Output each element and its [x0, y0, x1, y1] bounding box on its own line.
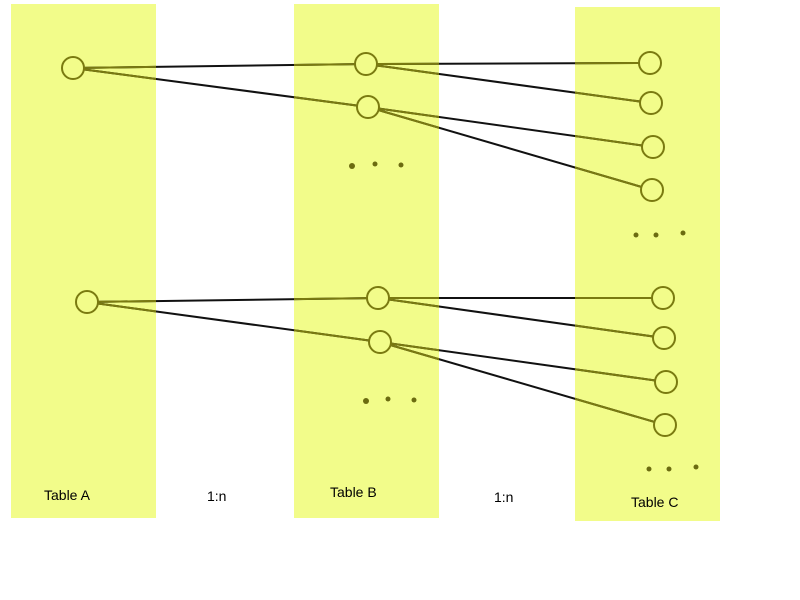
table-b-label: Table B — [330, 484, 377, 500]
relation-bc-label: 1:n — [494, 489, 514, 505]
table-b-column — [294, 4, 439, 518]
node-c1 — [638, 51, 662, 75]
node-c6 — [652, 326, 676, 350]
node-c8 — [653, 413, 677, 437]
node-c5 — [651, 286, 675, 310]
node-a1 — [61, 56, 85, 80]
ellipsis-b-upper — [349, 161, 404, 169]
ellipsis-b-lower — [363, 396, 417, 404]
table-c-label: Table C — [631, 494, 679, 510]
node-a2 — [75, 290, 99, 314]
ellipsis-dots — [349, 161, 699, 472]
node-b1 — [354, 52, 378, 76]
ellipsis-c-upper — [633, 230, 686, 238]
record-nodes — [61, 51, 678, 437]
table-a-column — [11, 4, 156, 518]
table-a-label: Table A — [44, 487, 90, 503]
node-c2 — [639, 91, 663, 115]
ellipsis-c-lower — [646, 464, 699, 472]
node-c3 — [641, 135, 665, 159]
node-c7 — [654, 370, 678, 394]
node-b2 — [356, 95, 380, 119]
node-b4 — [368, 330, 392, 354]
relation-ab-label: 1:n — [207, 488, 227, 504]
node-c4 — [640, 178, 664, 202]
node-b3 — [366, 286, 390, 310]
table-c-column — [575, 7, 720, 521]
